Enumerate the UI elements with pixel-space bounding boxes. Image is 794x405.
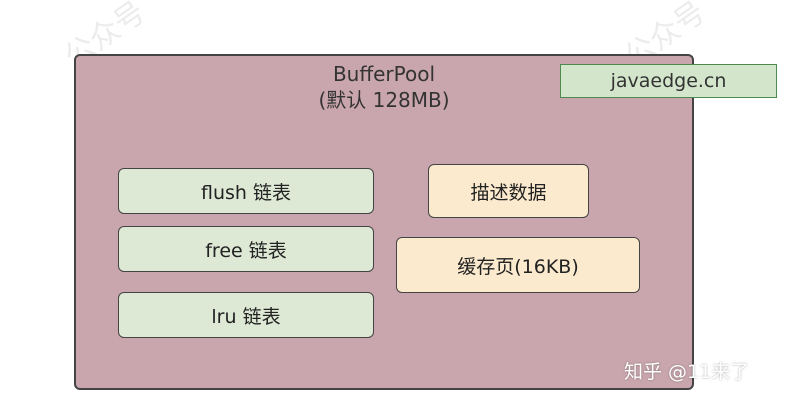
source-credit: 知乎 @11来了 (624, 361, 750, 383)
buffer-pool-title: BufferPool (默认 128MB) (76, 61, 692, 113)
buffer-pool: BufferPool (默认 128MB) (74, 54, 694, 390)
free-list-box: free 链表 (118, 226, 374, 272)
cache-page-box: 缓存页(16KB) (396, 237, 640, 293)
buffer-pool-size: (默认 128MB) (318, 88, 450, 112)
lru-list-box: lru 链表 (118, 292, 374, 338)
flush-list-box: flush 链表 (118, 168, 374, 214)
buffer-pool-name: BufferPool (332, 62, 436, 86)
site-tag: javaedge.cn (560, 64, 777, 98)
descriptor-box: 描述数据 (428, 164, 589, 218)
